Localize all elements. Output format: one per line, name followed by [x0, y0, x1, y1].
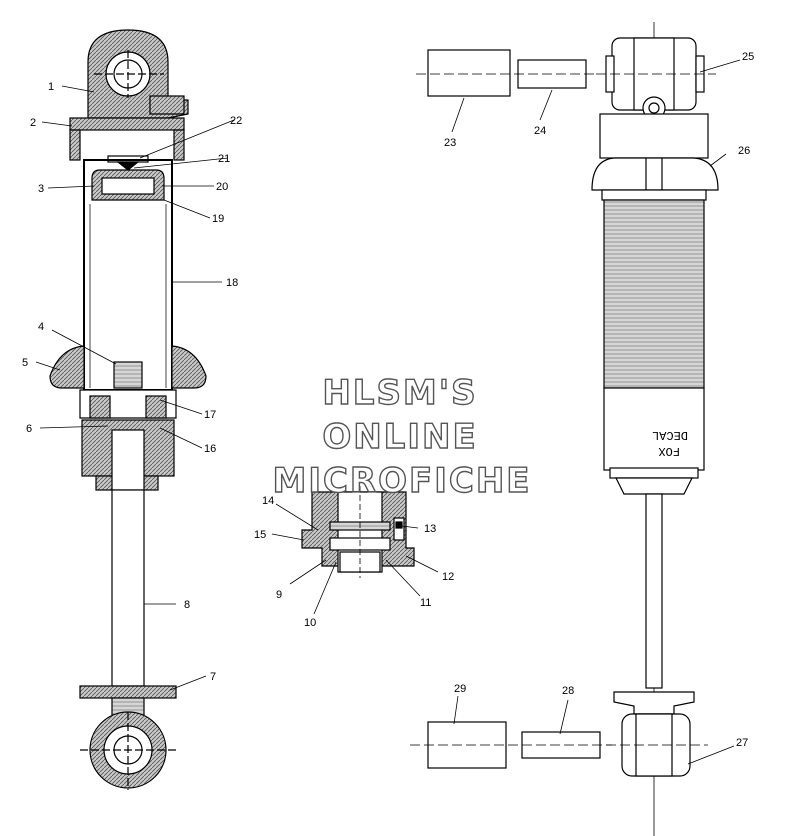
fox-decal: FOX DECAL — [652, 428, 688, 458]
callout-17: 17 — [204, 409, 216, 421]
callout-16: 16 — [204, 443, 216, 455]
watermark-line-2: ONLINE — [322, 417, 477, 457]
callout-7: 7 — [210, 671, 216, 683]
callout-27: 27 — [736, 737, 748, 749]
callout-14: 14 — [262, 495, 274, 507]
callout-10: 10 — [304, 617, 316, 629]
spring-coils — [603, 199, 705, 389]
shaft-nut — [113, 361, 143, 389]
spring-retainer — [591, 157, 719, 191]
callout-4: 4 — [38, 321, 44, 333]
lower-bumper — [79, 685, 177, 699]
callout-leaders-left — [35, 85, 235, 691]
callout-numbers: 1 2 3 4 5 6 7 8 9 10 11 12 13 14 15 16 1… — [22, 51, 754, 749]
callout-24: 24 — [534, 125, 546, 137]
callout-15: 15 — [254, 529, 266, 541]
exterior-shock — [591, 22, 719, 836]
callout-18: 18 — [226, 277, 238, 289]
callout-25: 25 — [742, 51, 754, 63]
callout-2: 2 — [30, 117, 36, 129]
callout-13: 13 — [424, 523, 436, 535]
callout-leaders-center — [271, 503, 439, 615]
callout-22: 22 — [230, 115, 242, 127]
callout-11: 11 — [420, 597, 431, 609]
watermark: HLSM'S ONLINE MICROFICHE — [272, 372, 531, 501]
callout-1: 1 — [48, 81, 54, 93]
callout-19: 19 — [212, 213, 224, 225]
watermark-line-1: HLSM'S — [322, 373, 477, 413]
cutaway-shock — [49, 29, 207, 790]
decal-line-1: FOX — [658, 444, 680, 458]
callout-26: 26 — [738, 145, 750, 157]
callout-leaders-right — [687, 59, 741, 765]
shock-shaft — [111, 489, 145, 687]
callout-6: 6 — [26, 423, 32, 435]
schrader-valve — [149, 95, 185, 115]
decal-line-2: DECAL — [652, 428, 688, 442]
callout-12: 12 — [442, 571, 454, 583]
callout-20: 20 — [216, 181, 228, 193]
seal-head-detail — [301, 486, 415, 578]
callout-23: 23 — [444, 137, 456, 149]
spacer-centerlines — [410, 73, 612, 746]
callout-21: 21 — [218, 153, 230, 165]
exterior-shaft — [645, 493, 663, 689]
callout-3: 3 — [38, 183, 44, 195]
callout-29: 29 — [454, 683, 466, 695]
bushing-23 — [427, 49, 511, 97]
callout-8: 8 — [184, 599, 190, 611]
callout-leaders-spacers — [451, 89, 569, 735]
lower-clevis — [613, 691, 695, 715]
spacer-28 — [521, 731, 601, 759]
callout-5: 5 — [22, 357, 28, 369]
callout-9: 9 — [276, 589, 282, 601]
spring-perch — [49, 345, 85, 389]
watermark-line-3: MICROFICHE — [272, 461, 531, 501]
callout-28: 28 — [562, 685, 574, 697]
